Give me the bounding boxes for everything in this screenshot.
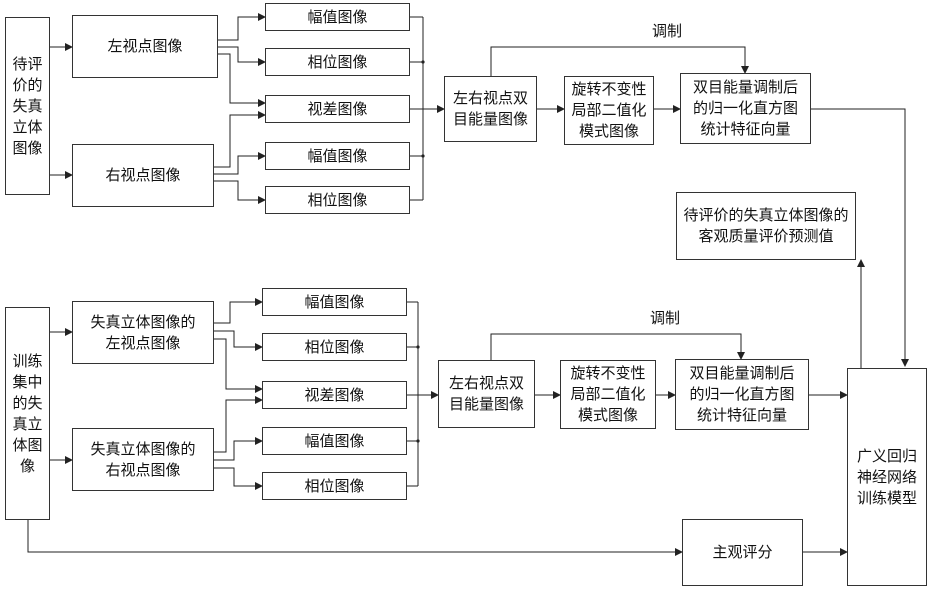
arrow-right-view-to-phase: [214, 181, 265, 200]
train-disparity-image-box: 视差图像: [262, 381, 407, 409]
arrow-b-modulation: [491, 334, 741, 360]
train-right-view-label: 失真立体图像的 右视点图像: [90, 439, 195, 481]
train-disparity-label: 视差图像: [304, 385, 364, 406]
binocular-energy-label: 左右视点双 目能量图像: [453, 88, 528, 130]
arrow-train-to-subjective: [28, 520, 682, 552]
histogram-feature-label: 双目能量调制后 的归一化直方图 统计特征向量: [693, 77, 798, 140]
train-histogram-feature-vector-box: 双目能量调制后 的归一化直方图 统计特征向量: [675, 359, 809, 430]
lbp-pattern-label: 旋转不变性 局部二值化 模式图像: [571, 79, 646, 142]
right-magnitude-label: 幅值图像: [307, 146, 367, 167]
arrow-left-view-to-disparity: [218, 54, 265, 103]
train-left-magnitude-image-box: 幅值图像: [262, 288, 407, 316]
right-view-label: 右视点图像: [105, 165, 180, 186]
training-set-image-box: 训练 集中 的失 真立 体图 像: [5, 307, 50, 520]
train-right-phase-label: 相位图像: [304, 476, 364, 497]
subjective-score-box: 主观评分: [682, 519, 803, 586]
arrow-right-view-to-mag: [214, 156, 265, 174]
right-phase-label: 相位图像: [307, 190, 367, 211]
histogram-feature-vector-box: 双目能量调制后 的归一化直方图 统计特征向量: [680, 73, 811, 144]
train-left-view-label: 失真立体图像的 左视点图像: [90, 312, 195, 354]
junction-dot: [421, 60, 424, 63]
left-view-label: 左视点图像: [107, 36, 182, 57]
training-set-label: 训练 集中 的失 真立 体图 像: [12, 351, 42, 477]
left-magnitude-label: 幅值图像: [307, 7, 367, 28]
left-view-image-box: 左视点图像: [72, 15, 218, 78]
train-binocular-energy-label: 左右视点双 目能量图像: [449, 373, 524, 415]
train-modulation-label: 调制: [650, 307, 680, 328]
input-label: 待评 价的 失真 立体 图像: [12, 54, 42, 159]
train-histogram-feature-label: 双目能量调制后 的归一化直方图 统计特征向量: [689, 363, 794, 426]
train-lbp-pattern-label: 旋转不变性 局部二值化 模式图像: [570, 363, 645, 426]
grnn-training-model-label: 广义回归 神经网络 训练模型: [857, 446, 917, 509]
input-distorted-stereo-image: 待评 价的 失真 立体 图像: [5, 17, 50, 195]
modulation-label: 调制: [652, 20, 682, 41]
arrow-b-left-view-to-mag: [214, 302, 262, 323]
junction-dot: [416, 439, 419, 442]
train-left-view-image-box: 失真立体图像的 左视点图像: [72, 301, 214, 364]
arrow-b-right-view-to-phase: [214, 468, 262, 486]
arrow-b-right-view-to-disparity: [214, 400, 262, 452]
left-magnitude-image-box: 幅值图像: [265, 3, 410, 31]
left-phase-label: 相位图像: [307, 52, 367, 73]
train-lbp-pattern-image-box: 旋转不变性 局部二值化 模式图像: [560, 360, 656, 429]
arrow-left-view-to-mag: [218, 17, 265, 40]
left-phase-image-box: 相位图像: [265, 48, 410, 76]
train-right-view-image-box: 失真立体图像的 右视点图像: [72, 428, 214, 491]
disparity-image-box: 视差图像: [265, 95, 410, 123]
junction-dot: [421, 154, 424, 157]
grnn-training-model-box: 广义回归 神经网络 训练模型: [847, 368, 927, 586]
binocular-energy-image-box: 左右视点双 目能量图像: [444, 76, 537, 142]
right-magnitude-image-box: 幅值图像: [265, 142, 410, 170]
right-phase-image-box: 相位图像: [265, 186, 410, 214]
subjective-score-label: 主观评分: [712, 542, 772, 563]
train-left-phase-label: 相位图像: [304, 337, 364, 358]
arrow-right-view-to-disparity: [214, 115, 265, 167]
disparity-label: 视差图像: [307, 99, 367, 120]
junction-dot: [416, 345, 419, 348]
train-left-phase-image-box: 相位图像: [262, 333, 407, 361]
train-left-magnitude-label: 幅值图像: [304, 292, 364, 313]
train-right-magnitude-image-box: 幅值图像: [262, 427, 407, 455]
lbp-pattern-image-box: 旋转不变性 局部二值化 模式图像: [564, 76, 654, 145]
objective-quality-prediction-label: 待评价的失真立体图像的 客观质量评价预测值: [683, 205, 848, 247]
arrow-modulation: [491, 47, 745, 76]
right-view-image-box: 右视点图像: [72, 144, 214, 207]
train-right-phase-image-box: 相位图像: [262, 472, 407, 500]
objective-quality-prediction-box: 待评价的失真立体图像的 客观质量评价预测值: [676, 192, 856, 260]
train-binocular-energy-image-box: 左右视点双 目能量图像: [438, 360, 535, 428]
arrow-b-right-view-to-mag: [214, 441, 262, 460]
train-right-magnitude-label: 幅值图像: [304, 431, 364, 452]
